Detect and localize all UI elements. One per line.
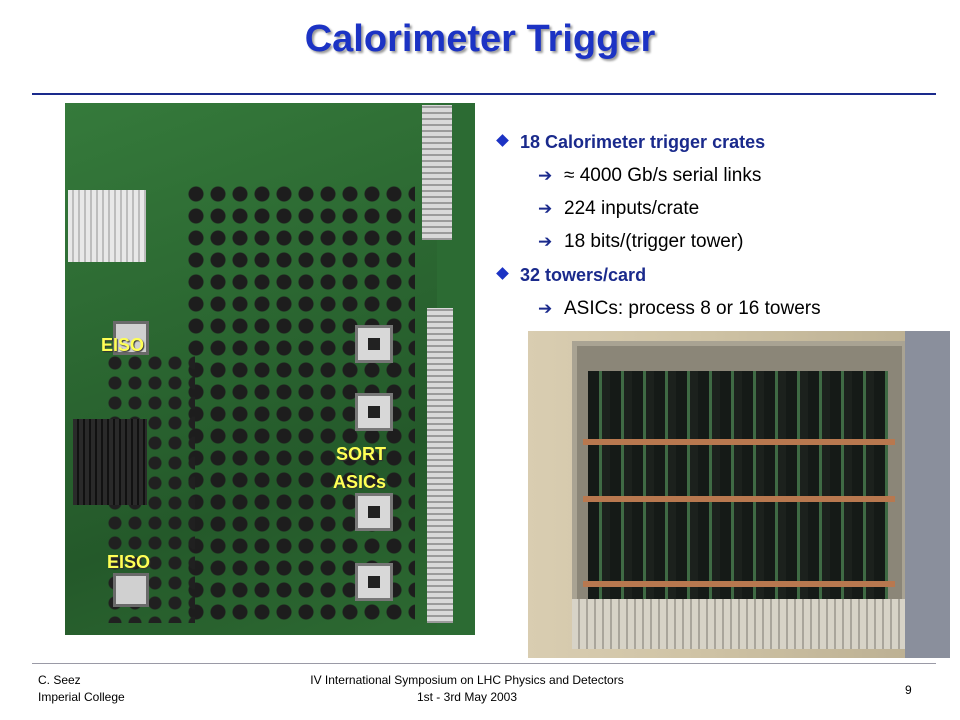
sub-bullet-item: ➔224 inputs/crate xyxy=(498,195,938,228)
heatsink-silver xyxy=(68,190,146,262)
heatsink-black xyxy=(73,419,147,505)
sub-bullet-item: ➔ASICs: process 8 or 16 towers xyxy=(498,295,938,328)
footer-institution: Imperial College xyxy=(38,690,125,704)
connector-bottom xyxy=(427,308,453,623)
connector-top xyxy=(422,105,452,240)
label-asics: ASICs xyxy=(333,472,387,492)
arrow-bullet-icon: ➔ xyxy=(538,199,553,218)
crate-card-slots xyxy=(588,371,888,601)
trigger-card-photo xyxy=(65,103,475,635)
footer-divider xyxy=(32,663,936,664)
sub-bullet-item: ➔≈ 4000 Gb/s serial links xyxy=(498,162,938,195)
page-number: 9 xyxy=(905,683,912,697)
crate-side-panel xyxy=(905,331,950,658)
footer-event: IV International Symposium on LHC Physic… xyxy=(310,673,624,687)
crate-photo xyxy=(528,331,950,658)
label-sort: SORT xyxy=(336,444,387,464)
crate-bottom-guides xyxy=(572,599,907,649)
arrow-bullet-icon: ➔ xyxy=(538,232,553,251)
bullet-list: 18 Calorimeter trigger crates ➔≈ 4000 Gb… xyxy=(496,128,938,328)
sort-asic-4 xyxy=(355,563,393,601)
sort-asic-3 xyxy=(355,493,393,531)
arrow-bullet-icon: ➔ xyxy=(538,166,553,185)
crate-rail xyxy=(583,496,895,502)
eiso-chip-bottom xyxy=(113,573,149,607)
label-eiso-bottom: EISO xyxy=(107,552,151,572)
label-eiso-top: EISO xyxy=(101,335,145,355)
sort-asic-2 xyxy=(355,393,393,431)
diamond-bullet-icon xyxy=(496,134,509,147)
diamond-bullet-icon xyxy=(496,267,509,280)
crate-rail xyxy=(583,439,895,445)
eiso-chip-top xyxy=(113,321,149,355)
arrow-bullet-icon: ➔ xyxy=(538,299,553,318)
footer-dates: 1st - 3rd May 2003 xyxy=(416,690,518,704)
bullet-item: 18 Calorimeter trigger crates xyxy=(496,128,938,162)
crate-rail xyxy=(583,581,895,587)
sort-asic-1 xyxy=(355,325,393,363)
title-divider xyxy=(32,93,936,95)
bullet-item: 32 towers/card xyxy=(496,261,938,295)
footer-author: C. Seez xyxy=(38,673,81,687)
slide-title: Calorimeter Trigger xyxy=(304,18,656,60)
sub-bullet-item: ➔18 bits/(trigger tower) xyxy=(498,228,938,261)
